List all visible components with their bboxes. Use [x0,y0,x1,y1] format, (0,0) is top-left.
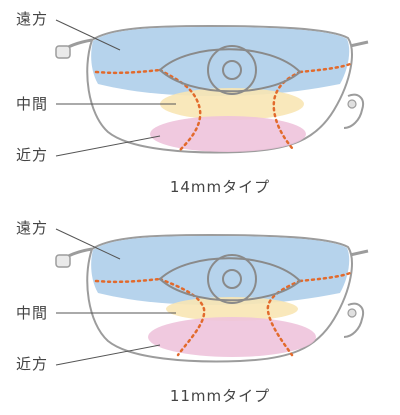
hinge-left [55,45,71,59]
far-zone [91,27,350,96]
leader-near [55,344,161,366]
nose-pad-screw [347,99,357,109]
lens-illustration [55,19,369,157]
nose-pad [343,93,364,129]
nose-pad-screw [347,308,357,318]
label-far: 遠方 [16,219,49,237]
label-near: 近方 [16,146,49,164]
intermediate-zone [166,297,298,321]
nose-pad [343,302,364,338]
corridor-right-line [266,279,302,357]
near-zone [150,116,306,152]
corridor-left-line [158,68,202,152]
leader-far [55,228,121,260]
label-far: 遠方 [16,10,49,28]
caption-11mm: 11mmタイプ [169,387,271,405]
leader-far [55,19,121,51]
eye-outline [158,257,302,302]
pupil [222,269,242,289]
lens-illustration [55,228,369,366]
label-intermediate: 中間 [16,95,49,113]
label-intermediate: 中間 [16,304,49,322]
iris [207,45,257,95]
temple-arm-right [349,40,369,48]
pupil [222,60,242,80]
temple-arm-right [349,249,369,257]
lens-diagram-11mm: 遠方 中間 近方 11mmタイプ [0,205,400,415]
far-zone [91,236,350,305]
lens-diagram-14mm: 遠方 中間 近方 14mmタイプ [0,0,400,205]
eye-outline [158,48,302,93]
caption-14mm: 14mmタイプ [169,178,271,196]
corridor-right-line [272,70,302,150]
near-zone [148,317,316,357]
intermediate-zone [160,88,304,120]
hinge-left [55,254,71,268]
far-boundary-line [94,62,352,75]
iris [207,254,257,304]
label-near: 近方 [16,355,49,373]
leader-near [55,135,161,157]
far-boundary-line [94,271,352,284]
corridor-left-line [158,277,206,357]
